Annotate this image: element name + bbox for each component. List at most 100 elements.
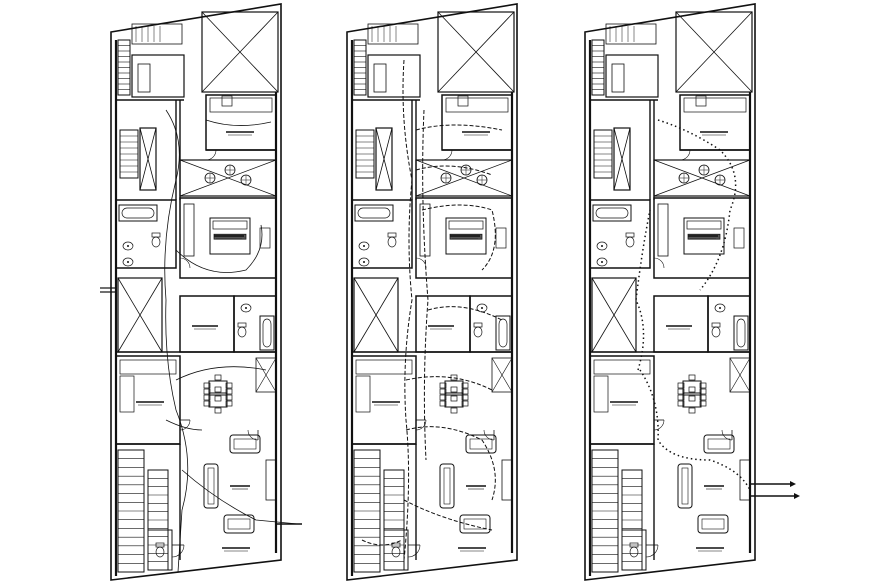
shaft-mid	[613, 127, 631, 191]
stairs-mid	[593, 129, 613, 179]
void-top	[437, 11, 515, 93]
laundry-room	[367, 54, 421, 98]
plan-outline	[110, 3, 282, 581]
tv-unit	[501, 459, 513, 501]
room-label-garage	[458, 547, 486, 552]
laundry-room	[605, 54, 659, 98]
chair	[695, 95, 707, 107]
kitchen-counter	[119, 359, 177, 375]
dining-set-1	[203, 374, 233, 402]
dining-set-1	[439, 374, 469, 402]
plant-2	[714, 174, 726, 186]
sink-left-2	[122, 257, 134, 267]
door-living	[247, 429, 259, 441]
door-kitchen	[653, 419, 665, 431]
wire-main	[164, 109, 189, 573]
stairs-bottom	[353, 449, 381, 573]
laundry-appliance	[137, 63, 151, 93]
wire-bedroom	[421, 204, 496, 271]
bathroom-right	[707, 295, 751, 353]
door-entry	[171, 544, 185, 558]
stairs-top	[591, 39, 605, 96]
bathroom-right	[469, 295, 513, 353]
sofa-side	[677, 463, 693, 509]
room-label-bedroom	[214, 235, 244, 240]
tv-unit	[739, 459, 751, 501]
bathtub-right	[495, 315, 511, 351]
sofa-top	[465, 434, 497, 454]
room-label-bedroom	[688, 235, 718, 240]
room-label-closet	[428, 325, 454, 330]
master-bedroom	[415, 197, 513, 279]
bathroom-left	[589, 199, 651, 269]
wire-living	[181, 469, 299, 525]
kitchen-side-counter	[119, 375, 135, 413]
door-living	[483, 429, 495, 441]
dining-set-2	[677, 386, 707, 414]
void-top	[675, 11, 753, 93]
plant-3	[440, 172, 452, 184]
stairs-mid	[355, 129, 375, 179]
sofa-top	[703, 434, 735, 454]
void-lower	[353, 277, 399, 353]
toilet-left	[625, 232, 635, 248]
study-room	[205, 94, 277, 151]
wire-main-b	[422, 109, 429, 461]
door-kitchen	[415, 419, 427, 431]
wire-c	[635, 209, 651, 371]
nightstand	[733, 227, 745, 249]
wire-study	[415, 124, 503, 131]
toilet-bottom	[629, 542, 639, 558]
stairs-bottom-2	[147, 469, 169, 571]
stairs-bottom-2	[383, 469, 405, 571]
desk	[445, 97, 509, 113]
desk	[209, 97, 273, 113]
plant-1	[460, 164, 472, 176]
plant-2	[476, 174, 488, 186]
kitchen-side-counter	[355, 375, 371, 413]
door-bedroom	[415, 257, 427, 269]
wire-b	[639, 369, 751, 491]
wire-main-a	[402, 59, 413, 561]
master-bedroom	[653, 197, 751, 279]
plan-outline	[346, 3, 518, 581]
closet	[179, 295, 235, 353]
service-counter	[131, 23, 183, 45]
door-entry	[645, 544, 659, 558]
room-label-bedroom	[450, 235, 480, 240]
bathtub-left	[592, 204, 632, 222]
buffet	[729, 357, 751, 393]
door-study	[679, 149, 691, 161]
service-counter	[605, 23, 657, 45]
bathtub-right	[259, 315, 275, 351]
room-label-study	[462, 131, 490, 136]
kitchen-side-counter	[593, 375, 609, 413]
master-bedroom	[179, 197, 277, 279]
wire-a	[657, 119, 737, 291]
toilet-room-bottom	[147, 529, 173, 571]
toilet-bottom	[391, 542, 401, 558]
sink-right	[240, 303, 252, 313]
nightstand	[259, 227, 271, 249]
sofa-bottom	[223, 514, 255, 534]
kitchen-counter	[355, 359, 413, 375]
arrow-head-2	[794, 493, 800, 499]
door-study	[205, 149, 217, 161]
sofa-bottom	[697, 514, 729, 534]
dining-set-1	[677, 374, 707, 402]
room-label-living	[704, 485, 724, 490]
wardrobe	[183, 203, 195, 257]
bathroom-right	[233, 295, 277, 353]
stairs-top	[353, 39, 367, 96]
chair	[221, 95, 233, 107]
toilet-room-bottom	[621, 529, 647, 571]
room-label-living	[466, 485, 486, 490]
service-counter	[367, 23, 419, 45]
sink-left-1	[358, 241, 370, 251]
bathtub-left	[354, 204, 394, 222]
wire-bedroom	[175, 224, 263, 273]
buffet	[491, 357, 513, 393]
door-bedroom	[653, 257, 665, 269]
toilet-right	[711, 322, 721, 338]
laundry-room	[131, 54, 185, 98]
